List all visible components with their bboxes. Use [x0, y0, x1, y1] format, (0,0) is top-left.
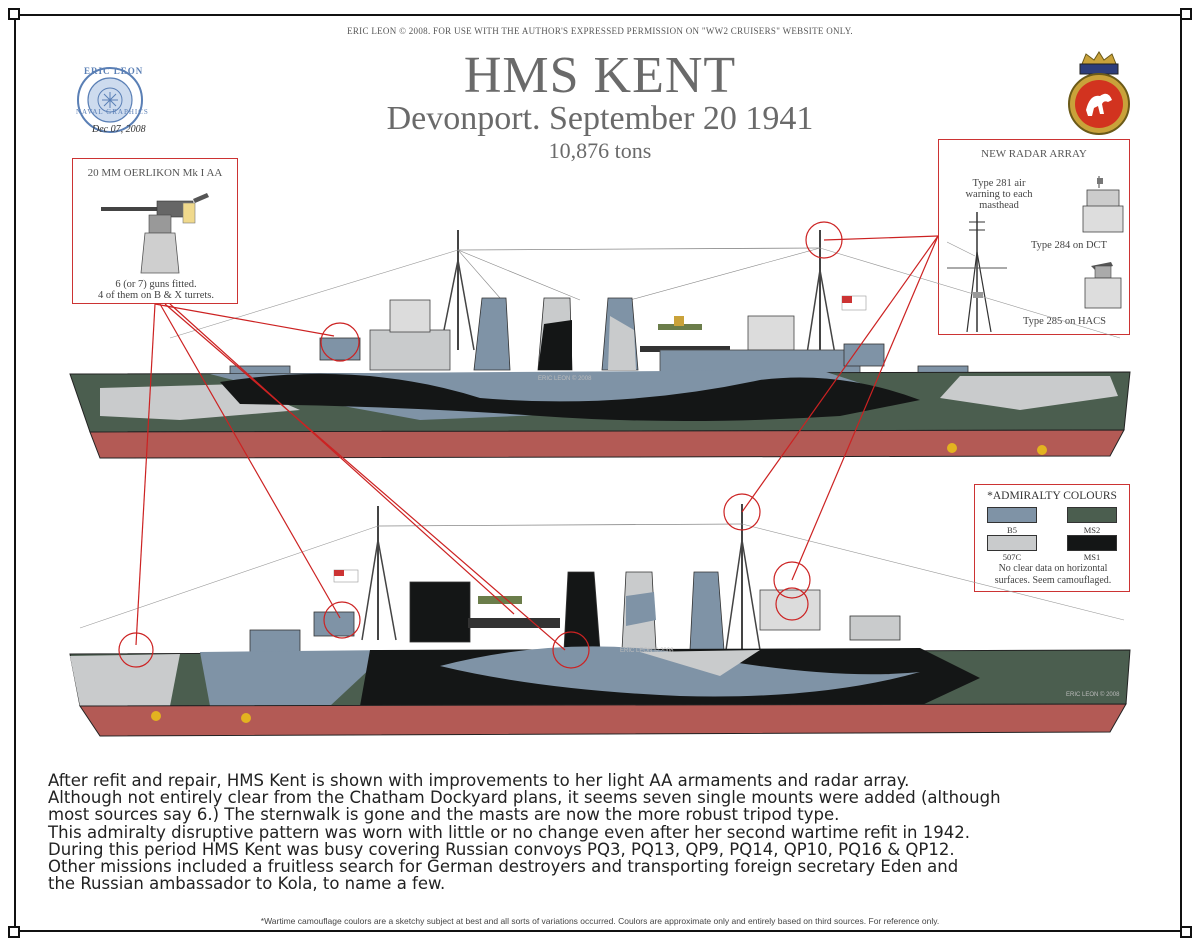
callout-circle-hacs-radar [775, 587, 809, 621]
description-line-5: During this period HMS Kent was busy cov… [48, 839, 955, 859]
swatch-507c [987, 535, 1037, 551]
colours-box-title: *ADMIRALTY COLOURS [987, 490, 1117, 502]
leader-oerlikon-midship-port [164, 303, 566, 651]
oerlikon-inset-box: 20 MM OERLIKON Mk I AA 6 (or 7) guns fit… [72, 158, 238, 304]
frame-corner-tr [1180, 8, 1192, 20]
oerlikon-box-title: 20 MM OERLIKON Mk I AA [87, 167, 223, 179]
type281-label-line2: warning to each [965, 189, 1033, 200]
oerlikon-caption-line2: 4 of them on B & X turrets. [97, 290, 215, 301]
frame-corner-bl [8, 926, 20, 938]
callout-circle-b-turret-port [323, 601, 361, 639]
swatch-507c-label: 507C [1002, 552, 1022, 562]
colours-note-line1: No clear data on horizontal [998, 563, 1108, 574]
leader-oerlikon-b-turret-port [159, 303, 341, 619]
stamp-date-signature: Dec 07, 2008 [92, 124, 146, 135]
oerlikon-gun-illustration [97, 189, 217, 275]
frame-corner-tl [8, 8, 20, 20]
radar-inset-box: NEW RADAR ARRAY Type 281 air warning to … [938, 139, 1130, 335]
starboard-watermark: ERIC LEON © 2008 [538, 376, 592, 382]
frame-corner-br [1180, 926, 1192, 938]
swatch-b5-label: B5 [1007, 525, 1017, 535]
ship-profile-starboard: ERIC LEON © 2008 [60, 220, 1150, 470]
description-line-3: most sources say 6.) The sternwalk is go… [48, 805, 840, 825]
ship-profile-port: ERIC LEON © 2008 ERIC LEON © 2008 [60, 500, 1150, 750]
stamp-top-text: ERIC LEON [84, 66, 144, 76]
swatch-ms1-label: MS1 [1083, 552, 1101, 562]
callout-circle-foremast-radar [723, 493, 761, 531]
type284-label: Type 284 on DCT [1031, 240, 1107, 251]
swatch-b5 [987, 507, 1037, 523]
type281-label-line1: Type 281 air [972, 178, 1026, 189]
swatch-ms2 [1067, 507, 1117, 523]
leader-oerlikon-b-turret [154, 303, 335, 337]
description-line-6: Other missions included a fruitless sear… [48, 857, 959, 877]
callout-circle-dct-radar [773, 561, 811, 599]
leader-oerlikon-bow-port [135, 303, 156, 646]
description-line-4: This admiralty disruptive pattern was wo… [48, 822, 970, 842]
leader-radar-281-port [741, 235, 939, 513]
callout-circle-midship-gun [552, 631, 590, 669]
admiralty-colours-box: *ADMIRALTY COLOURS B5 MS2 507C MS1 No cl… [974, 484, 1130, 592]
description-paragraph: After refit and repair, HMS Kent is show… [48, 771, 1168, 894]
stamp-bottom-text: NAVAL GRAPHICS [76, 108, 149, 116]
radar-box-title: NEW RADAR ARRAY [981, 148, 1087, 160]
type284-dct-illustration [1081, 176, 1125, 234]
swatch-ms1 [1067, 535, 1117, 551]
callout-circle-bow-gun [118, 632, 154, 668]
oerlikon-caption-line1: 6 (or 7) guns fitted. [115, 279, 197, 290]
description-line-1: After refit and repair, HMS Kent is show… [48, 771, 910, 790]
type281-label-line3: masthead [979, 200, 1019, 211]
leader-radar-284-port [791, 235, 939, 581]
type281-mast-illustration [946, 212, 1027, 333]
callout-circle-mainmast-radar [805, 221, 843, 259]
type285-hacs-illustration [1081, 258, 1125, 310]
footnote: *Wartime camouflage coulors are a sketch… [260, 916, 940, 926]
callout-circle-b-turret [320, 322, 360, 362]
description-line-2: Although not entirely clear from the Cha… [48, 788, 1001, 808]
port-stern-watermark: ERIC LEON © 2008 [1066, 692, 1120, 698]
ship-crest-logo [1064, 50, 1134, 140]
swatch-ms2-label: MS2 [1083, 525, 1101, 535]
tonnage-label: 10,876 tons [548, 138, 652, 163]
eric-leon-stamp-logo [68, 60, 152, 144]
leader-oerlikon-x-turret-port [169, 303, 515, 615]
page-subtitle: Devonport. September 20 1941 [386, 100, 814, 137]
leader-radar-281-starboard [823, 235, 939, 241]
page-title: HMS KENT [463, 47, 737, 104]
copyright-notice: ERIC LEON © 2008. FOR USE WITH THE AUTHO… [347, 26, 853, 36]
colours-note-line2: surfaces. Seem camouflaged. [994, 575, 1112, 586]
port-midship-watermark: ERIC LEON © 2008 [620, 648, 674, 654]
page-frame [14, 14, 1182, 932]
description-line-7: the Russian ambassador to Kola, to name … [48, 874, 446, 894]
